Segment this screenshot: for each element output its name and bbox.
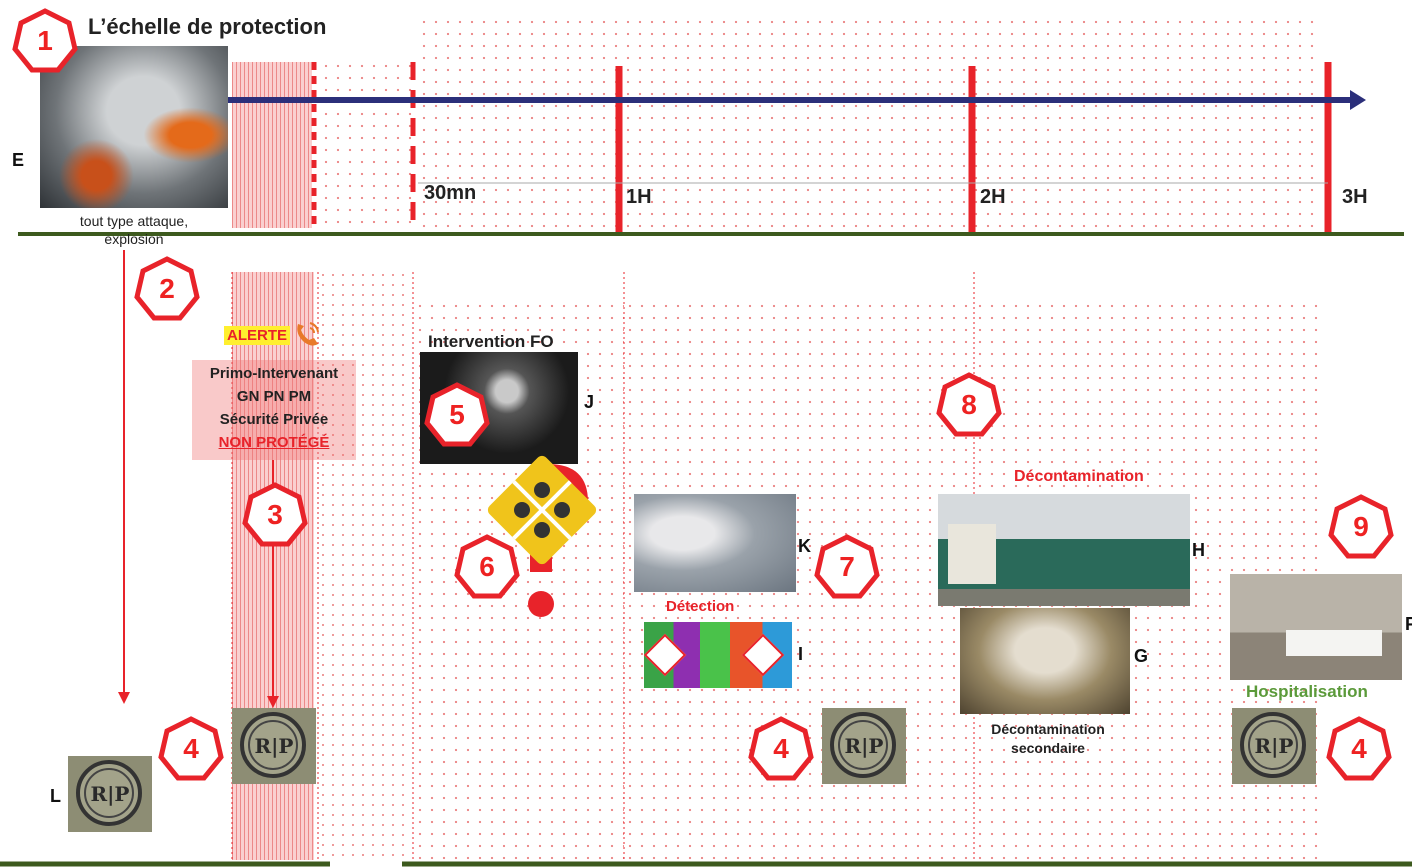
badge-9-number: 9 [1353, 511, 1369, 542]
badge-8-number: 8 [961, 389, 977, 420]
badge-8: 8 [936, 372, 1002, 438]
timeline-arrow-head [1350, 90, 1366, 110]
secondary-decon-line2: secondaire [1011, 740, 1085, 756]
phone-icon [297, 322, 319, 346]
primo-box: Primo-Intervenant GN PN PM Sécurité Priv… [192, 360, 356, 460]
primo-line2: GN PN PM [236, 388, 312, 405]
badge-5-number: 5 [449, 399, 465, 430]
badge-6-number: 6 [479, 551, 495, 582]
letter-g: G [1134, 646, 1149, 666]
secondary-decon-photo [960, 608, 1130, 714]
intervention-label: Intervention FO [428, 332, 554, 351]
letter-h: H [1192, 540, 1205, 560]
badge-3: 3 [242, 482, 308, 548]
badge-4-number: 4 [183, 733, 199, 764]
secondary-decon-line1: Décontamination [991, 721, 1105, 737]
hospital-label: Hospitalisation [1246, 682, 1368, 701]
event-caption: tout type attaque, explosion [40, 212, 228, 248]
badge-5: 5 [424, 382, 490, 448]
letter-f: F [1405, 614, 1412, 634]
badge-7-number: 7 [839, 551, 855, 582]
tick-30mn: 30mn [424, 182, 477, 204]
badge-2: 2 [134, 256, 200, 322]
tent-truck [948, 524, 996, 584]
letter-j: J [584, 392, 595, 412]
letter-k: K [798, 536, 811, 556]
rip-seal: R|P [68, 756, 152, 832]
timeline-zone-background [418, 16, 1322, 230]
decontamination-tent-photo [938, 494, 1190, 606]
badge-2-number: 2 [159, 273, 175, 304]
hospital-photo [1230, 574, 1402, 680]
zone-30mn-dots [320, 60, 416, 230]
alert-label: ALERTE [224, 326, 290, 345]
rip-seal: R|P [232, 708, 316, 784]
rip-seal-text: R|P [254, 734, 294, 758]
letter-e: E [12, 150, 25, 170]
detection-label: Détection [666, 598, 735, 615]
detection-photo [634, 494, 796, 592]
primo-line4: NON PROTÉGÉ [218, 434, 330, 451]
badge-7: 7 [814, 534, 880, 600]
rip-seal-text: R|P [90, 782, 130, 806]
badge-1-number: 1 [37, 25, 53, 56]
tick-3h: 3H [1342, 186, 1368, 208]
event-caption-line1: tout type attaque, [79, 213, 189, 229]
primo-line1: Primo-Intervenant [209, 365, 339, 382]
badge-4-number: 4 [1351, 733, 1367, 764]
corrosive-label [741, 633, 785, 677]
rip-seal: R|P [822, 708, 906, 784]
page-title: L’échelle de protection [88, 14, 327, 39]
rip-seal: R|P [1232, 708, 1316, 784]
badge-1: 1 [12, 8, 78, 74]
event-caption-line2: explosion [104, 231, 164, 247]
skull-label [644, 633, 687, 677]
badge-4-left: 4 [158, 716, 224, 782]
rip-seal-text: R|P [1254, 734, 1294, 758]
badge-4-right: 4 [1326, 716, 1392, 782]
arrow-3-head [267, 696, 279, 708]
primo-line3: Sécurité Privée [219, 411, 329, 428]
badge-4-number: 4 [773, 733, 789, 764]
zone-primo-dots [318, 270, 410, 860]
badge-3-number: 3 [267, 499, 283, 530]
rip-seal-text: R|P [844, 734, 884, 758]
arrow-2-head [118, 692, 130, 704]
explosion-photo [40, 46, 228, 208]
primo-zone-top [232, 62, 312, 228]
question-hazard-icon [487, 455, 597, 617]
secondary-decon-caption: Décontamination secondaire [960, 720, 1136, 758]
letter-i: I [798, 644, 804, 664]
badge-6: 6 [454, 534, 520, 600]
decontamination-label: Décontamination [1014, 468, 1144, 485]
chemical-bottles-photo [644, 622, 792, 688]
tick-1h: 1H [626, 186, 652, 208]
hospital-bed [1286, 630, 1382, 656]
letter-l: L [50, 786, 61, 806]
badge-4-middle: 4 [748, 716, 814, 782]
badge-9: 9 [1328, 494, 1394, 560]
tick-2h: 2H [980, 186, 1006, 208]
